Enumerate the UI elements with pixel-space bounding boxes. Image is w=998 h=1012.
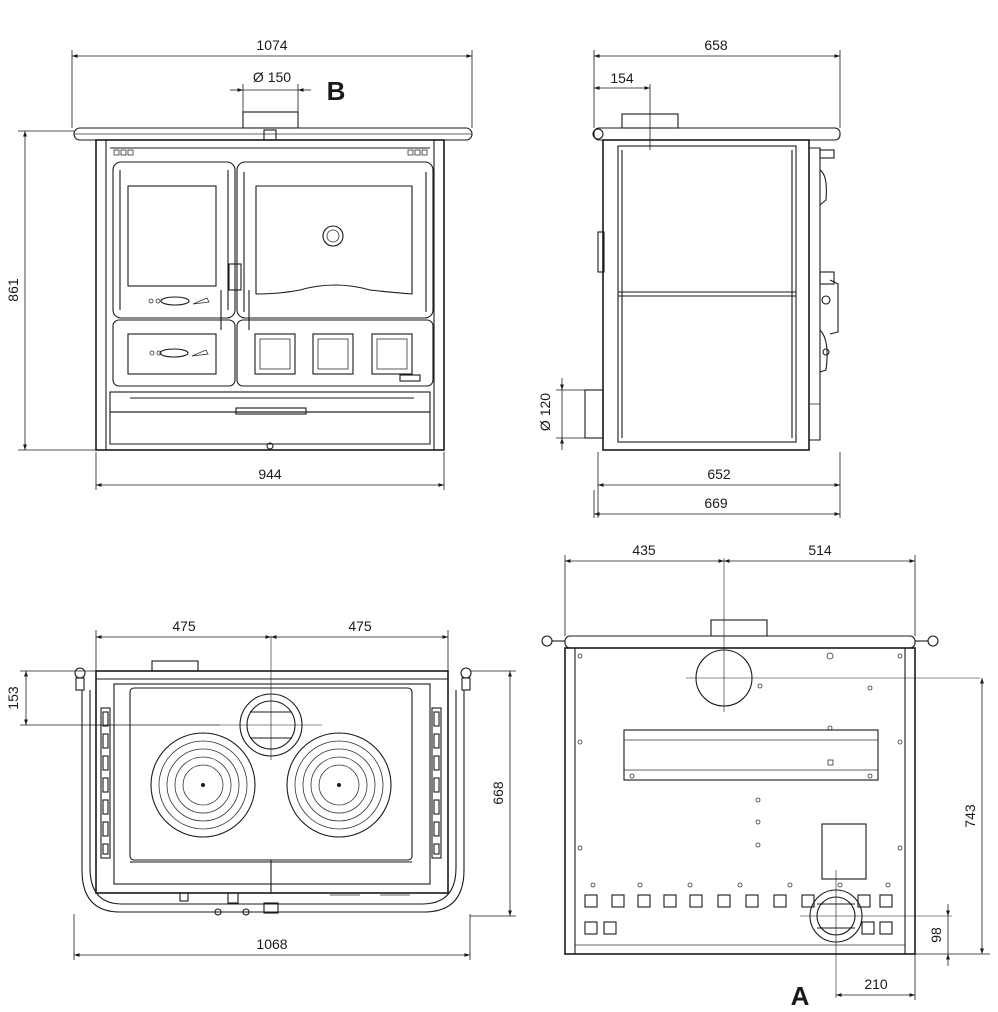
rear-inlet-height-label: 98 (928, 927, 944, 943)
left-hotplate (150, 732, 256, 838)
top-width-label: 1068 (256, 936, 287, 952)
flue-marker-b: B (327, 76, 346, 106)
rear-vents (584, 882, 893, 935)
top-depth-label: 668 (490, 781, 506, 805)
side-flue-offset-label: 154 (610, 70, 634, 86)
top-view (74, 636, 472, 916)
right-hinges (431, 707, 442, 859)
rear-view (541, 558, 980, 998)
front-width-label: 1074 (256, 37, 287, 53)
top-flue-offset-label: 153 (5, 686, 21, 710)
side-view (584, 113, 841, 451)
front-height-label: 861 (5, 278, 21, 302)
side-view-dimensions: 658 154 Ø 120 652 669 (537, 37, 841, 518)
top-right-half-label: 475 (348, 618, 372, 634)
flue-diameter-label: Ø 150 (253, 69, 291, 85)
side-total-depth-label: 669 (704, 495, 728, 511)
inlet-marker-a: A (791, 981, 810, 1011)
right-hotplate (286, 732, 392, 838)
side-body-depth-label: 652 (707, 466, 731, 482)
left-hinges (100, 707, 111, 859)
rear-flue-height-label: 743 (962, 804, 978, 828)
top-view-dimensions: 475 475 153 668 1068 (5, 618, 516, 960)
top-left-half-label: 475 (172, 618, 196, 634)
side-inlet-diameter-label: Ø 120 (537, 393, 553, 431)
front-body-width-label: 944 (258, 466, 282, 482)
front-view (73, 111, 473, 451)
rear-left-label: 435 (632, 542, 656, 558)
rear-view-dimensions: 435 514 743 98 210 A (564, 542, 990, 1011)
front-view-dimensions: 1074 Ø 150 B 861 944 (5, 37, 473, 490)
rear-right-label: 514 (808, 542, 832, 558)
side-depth-label: 658 (704, 37, 728, 53)
rear-inlet-offset-label: 210 (864, 976, 888, 992)
